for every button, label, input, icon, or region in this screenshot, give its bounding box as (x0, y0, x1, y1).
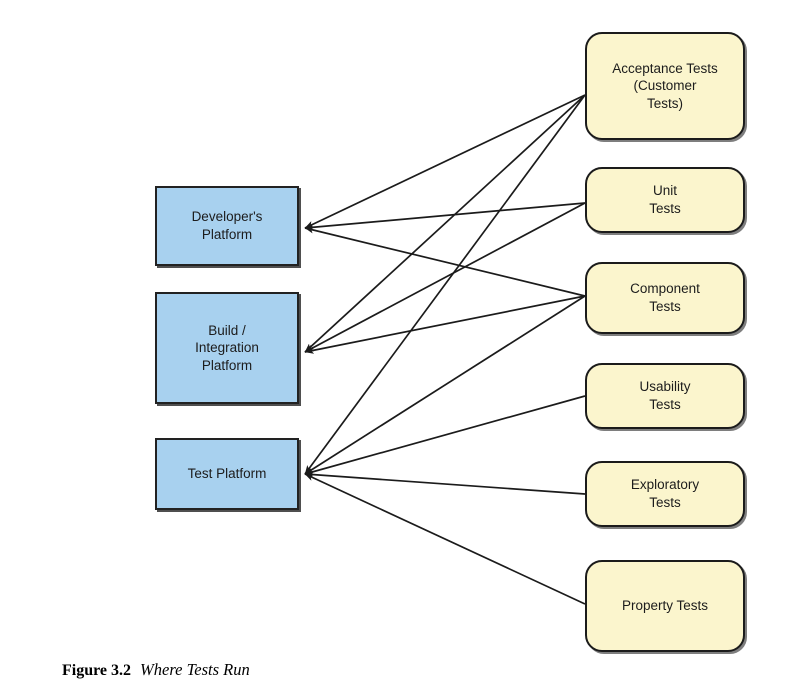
connector-component-tests-to-build-integration-platform (304, 295, 586, 354)
platform-test-platform[interactable]: Test Platform (155, 438, 299, 510)
connector-component-tests-to-developers-platform (304, 226, 586, 297)
test-label: Usability Tests (639, 379, 691, 412)
platform-label: Test Platform (187, 466, 267, 482)
test-label: Property Tests (621, 598, 709, 614)
test-usability-tests[interactable]: Usability Tests (585, 363, 745, 429)
test-component-tests[interactable]: Component Tests (585, 262, 745, 334)
platform-label: Developer's Platform (191, 209, 263, 242)
figure-caption-number: Figure 3.2 (62, 662, 132, 679)
test-unit-tests[interactable]: Unit Tests (585, 167, 745, 233)
test-label: Unit Tests (649, 183, 681, 216)
connector-property-tests-to-test-platform (304, 473, 586, 605)
test-label: Exploratory Tests (630, 477, 700, 510)
connector-component-tests-to-test-platform (304, 295, 586, 475)
test-acceptance-tests[interactable]: Acceptance Tests (Customer Tests) (585, 32, 745, 140)
connector-acceptance-tests-to-developers-platform (304, 94, 586, 229)
connector-acceptance-tests-to-test-platform (304, 94, 586, 475)
connector-unit-tests-to-developers-platform (304, 202, 586, 231)
connector-usability-tests-to-test-platform (304, 395, 586, 476)
test-label: Acceptance Tests (Customer Tests) (612, 60, 718, 111)
figure-caption: Figure 3.2 Where Tests Run (62, 660, 250, 680)
test-label: Component Tests (630, 281, 700, 314)
platform-build-integration-platform[interactable]: Build / Integration Platform (155, 292, 299, 404)
connector-exploratory-tests-to-test-platform (304, 471, 586, 495)
figure-caption-title: Where Tests Run (140, 660, 250, 679)
test-property-tests[interactable]: Property Tests (585, 560, 745, 652)
connector-acceptance-tests-to-build-integration-platform (304, 94, 586, 353)
connector-unit-tests-to-build-integration-platform (304, 202, 586, 353)
platform-label: Build / Integration Platform (195, 322, 259, 373)
platform-developers-platform[interactable]: Developer's Platform (155, 186, 299, 266)
test-exploratory-tests[interactable]: Exploratory Tests (585, 461, 745, 527)
